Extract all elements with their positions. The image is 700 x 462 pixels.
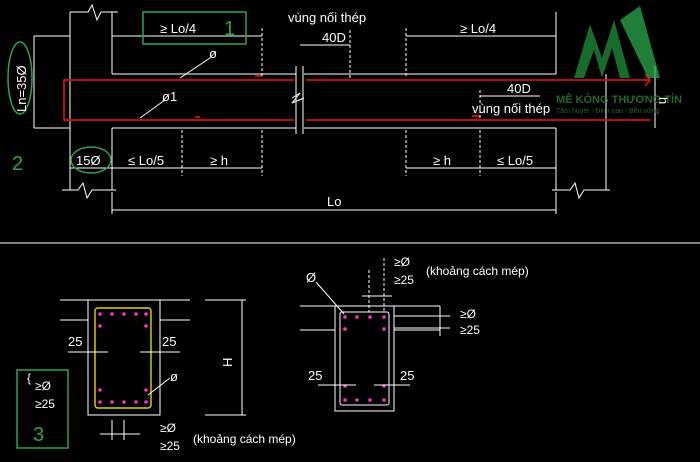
left-height-label: H bbox=[220, 358, 235, 367]
rebar-dot bbox=[144, 400, 148, 404]
rebar-dot bbox=[368, 398, 372, 402]
bottom-left-lo5-label: ≤ Lo/5 bbox=[128, 153, 164, 168]
splice-top-length: 40D bbox=[322, 30, 346, 45]
bottom-right-lo5-label: ≤ Lo/5 bbox=[497, 153, 533, 168]
right-section-outline bbox=[334, 305, 395, 412]
bar-label-phi1: ø1 bbox=[162, 89, 177, 104]
rebar-dot bbox=[134, 312, 138, 316]
left-bottom-ge-25: ≥25 bbox=[160, 439, 180, 453]
top-bar-left-hook bbox=[63, 79, 72, 121]
beam-elevation: ≥ Lo/4 1 vùng nối thép 40D ≥ Lo/4 ø ø1 4… bbox=[7, 3, 671, 214]
rebar-dot bbox=[382, 315, 386, 319]
rebar-dot bbox=[122, 312, 126, 316]
splice-zone-bottom-label: vùng nối thép bbox=[472, 101, 550, 116]
rebar-dot bbox=[122, 400, 126, 404]
rebar-dot bbox=[134, 400, 138, 404]
logo-mark bbox=[574, 20, 630, 78]
rebar-dot bbox=[98, 324, 102, 328]
rebar-dot bbox=[98, 400, 102, 404]
right-edge-note: (khoảng cách mép) bbox=[426, 264, 529, 278]
logo-mark-accent bbox=[620, 6, 660, 78]
depth-label: h bbox=[656, 97, 671, 104]
rebar-dot bbox=[144, 324, 148, 328]
rebar-dot bbox=[98, 388, 102, 392]
bottom-right-h-label: ≥ h bbox=[433, 153, 451, 168]
right-top-ge-phi: ≥Ø bbox=[394, 255, 410, 269]
watermark-logo: MÊ KÔNG THƯƠNG TÍN Tâm huyết - Đỉnh cao … bbox=[556, 6, 682, 115]
top-right-anchor-label: ≥ Lo/4 bbox=[460, 21, 496, 36]
left-edge-note: (khoảng cách mép) bbox=[193, 432, 296, 446]
marker-3-box bbox=[16, 369, 69, 449]
left-section: 25 25 ø H { ≥Ø ≥25 3 ≥Ø ≥25 (khoảng cách… bbox=[16, 299, 296, 453]
top-bar-right-end bbox=[644, 73, 652, 87]
rebar-dot bbox=[355, 315, 359, 319]
rebar-dot bbox=[144, 388, 148, 392]
rebar-dot bbox=[355, 398, 359, 402]
rebar-dot bbox=[343, 315, 347, 319]
right-side-ge-phi: ≥Ø bbox=[460, 307, 476, 321]
rebar-dot bbox=[343, 327, 347, 331]
left-section-bars bbox=[98, 312, 148, 404]
rebar-dot bbox=[382, 398, 386, 402]
left-bottom-ge-phi: ≥Ø bbox=[160, 421, 176, 435]
hook-length-highlight bbox=[70, 146, 112, 174]
anchor-length-highlight bbox=[7, 41, 33, 115]
leader-phi1 bbox=[139, 99, 166, 119]
left-cover-left: 25 bbox=[68, 334, 82, 349]
rebar-dot bbox=[98, 312, 102, 316]
marker-1-box bbox=[142, 11, 247, 45]
right-cover-right: 25 bbox=[400, 368, 414, 383]
rebar-dot bbox=[382, 327, 386, 331]
right-bar-leader bbox=[315, 281, 345, 315]
brand-name: MÊ KÔNG THƯƠNG TÍN bbox=[556, 93, 682, 106]
bar-label-phi: ø bbox=[209, 46, 217, 61]
top-left-anchor-label: ≥ Lo/4 bbox=[160, 21, 196, 36]
rebar-dot bbox=[343, 398, 347, 402]
spacing-brace: { bbox=[27, 371, 31, 385]
left-column-break bbox=[70, 3, 118, 22]
marker-2: 2 bbox=[12, 153, 23, 175]
right-section-bars bbox=[343, 315, 386, 402]
left-stirrup-leader bbox=[147, 377, 171, 396]
splice-bottom-length: 40D bbox=[507, 81, 531, 96]
left-spacing-ge-phi: ≥Ø bbox=[35, 379, 51, 393]
left-column-bottom-break bbox=[62, 181, 116, 200]
rebar-dot bbox=[110, 312, 114, 316]
right-column-bottom-break bbox=[552, 181, 610, 200]
rebar-dot bbox=[144, 312, 148, 316]
anchor-length-label: Ln=35Ø bbox=[14, 65, 29, 112]
rebar-dot bbox=[110, 400, 114, 404]
span-label: Lo bbox=[327, 194, 341, 209]
left-section-stirrup bbox=[94, 307, 152, 409]
left-cover-right: 25 bbox=[162, 334, 176, 349]
right-bar-label: Ø bbox=[306, 270, 316, 285]
right-top-ge-25: ≥25 bbox=[394, 273, 414, 287]
left-section-outline bbox=[87, 299, 161, 416]
marker-3: 3 bbox=[33, 424, 44, 446]
hook-length-label: 15Ø bbox=[76, 153, 101, 168]
splice-zone-top-label: vùng nối thép bbox=[288, 10, 366, 25]
right-section: Ø ≥Ø ≥25 (khoảng cách mép) ≥Ø ≥25 25 25 bbox=[300, 255, 529, 412]
leader-phi bbox=[179, 57, 211, 79]
beam-break-zigzag bbox=[291, 92, 305, 104]
right-cover-left: 25 bbox=[308, 368, 322, 383]
marker-1: 1 bbox=[224, 18, 235, 40]
right-section-stirrup bbox=[339, 311, 390, 406]
bottom-left-h-label: ≥ h bbox=[210, 153, 228, 168]
rebar-dot bbox=[368, 315, 372, 319]
brand-slogan: Tâm huyết - Đỉnh cao - Bền vững bbox=[556, 106, 660, 115]
right-side-ge-25: ≥25 bbox=[460, 323, 480, 337]
left-stirrup-label: ø bbox=[170, 369, 178, 384]
left-spacing-ge-25: ≥25 bbox=[35, 397, 55, 411]
